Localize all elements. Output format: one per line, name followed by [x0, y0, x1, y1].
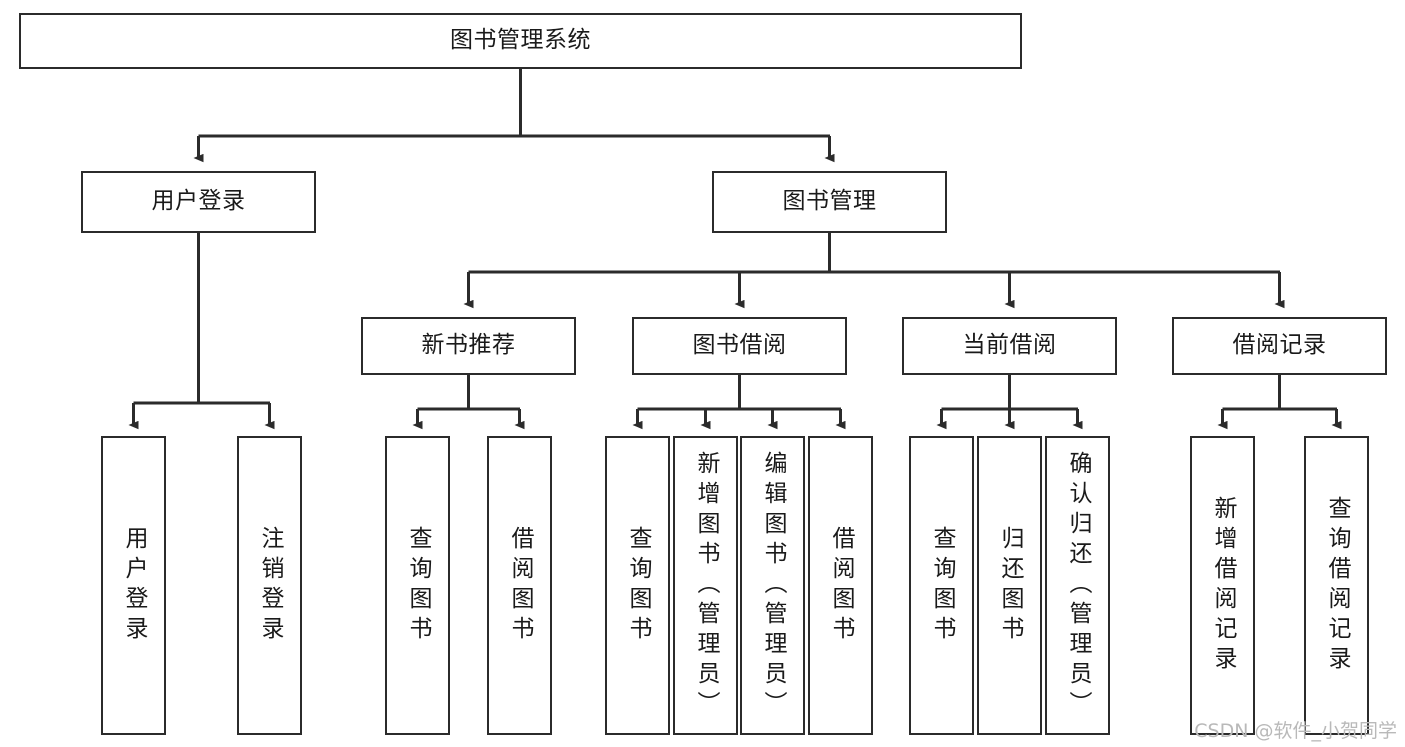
node-user-login[interactable]: 用户登录: [81, 171, 316, 233]
node-label: 新增图书（管理员）: [693, 450, 719, 721]
leaf-new-book-borrow-book[interactable]: 借阅图书: [487, 436, 552, 735]
node-label: 查询图书: [625, 525, 651, 646]
leaf-current-borrow-query-book[interactable]: 查询图书: [909, 436, 974, 735]
node-label: 新增借阅记录: [1210, 495, 1236, 676]
node-label: 注销登录: [257, 525, 283, 646]
leaf-borrow-record-add-record[interactable]: 新增借阅记录: [1190, 436, 1255, 735]
leaf-book-borrow-query-book[interactable]: 查询图书: [605, 436, 670, 735]
leaf-user-login-logout[interactable]: 注销登录: [237, 436, 302, 735]
leaf-book-borrow-add-book-admin[interactable]: 新增图书（管理员）: [673, 436, 738, 735]
node-label: 查询图书: [929, 525, 955, 646]
node-label: 借阅图书: [828, 525, 854, 646]
node-book-borrow[interactable]: 图书借阅: [632, 317, 847, 375]
node-current-borrow[interactable]: 当前借阅: [902, 317, 1117, 375]
node-label: 图书管理: [782, 188, 877, 215]
leaf-book-borrow-edit-book-admin[interactable]: 编辑图书（管理员）: [740, 436, 805, 735]
leaf-current-borrow-return-book[interactable]: 归还图书: [977, 436, 1042, 735]
node-label: 查询借阅记录: [1324, 495, 1350, 676]
node-root-book-management-system[interactable]: 图书管理系统: [19, 13, 1022, 69]
node-label: 查询图书: [405, 525, 431, 646]
leaf-current-borrow-confirm-return-admin[interactable]: 确认归还（管理员）: [1045, 436, 1110, 735]
leaf-book-borrow-borrow-book[interactable]: 借阅图书: [808, 436, 873, 735]
leaf-new-book-query-book[interactable]: 查询图书: [385, 436, 450, 735]
leaf-borrow-record-query-record[interactable]: 查询借阅记录: [1304, 436, 1369, 735]
node-label: 借阅记录: [1232, 332, 1327, 359]
node-book-management[interactable]: 图书管理: [712, 171, 947, 233]
watermark-text: CSDN @软件_小贺同学: [1194, 720, 1397, 742]
leaf-user-login-login[interactable]: 用户登录: [101, 436, 166, 735]
node-label: 编辑图书（管理员）: [760, 450, 786, 721]
node-new-book-recommend[interactable]: 新书推荐: [361, 317, 576, 375]
node-label: 新书推荐: [421, 332, 516, 359]
node-borrow-record[interactable]: 借阅记录: [1172, 317, 1387, 375]
node-label: 图书管理系统: [450, 27, 591, 54]
node-label: 用户登录: [151, 188, 246, 215]
node-label: 归还图书: [997, 525, 1023, 646]
node-label: 当前借阅: [962, 332, 1057, 359]
node-label: 用户登录: [121, 525, 147, 646]
node-label: 确认归还（管理员）: [1065, 450, 1091, 721]
node-label: 借阅图书: [507, 525, 533, 646]
node-label: 图书借阅: [692, 332, 787, 359]
